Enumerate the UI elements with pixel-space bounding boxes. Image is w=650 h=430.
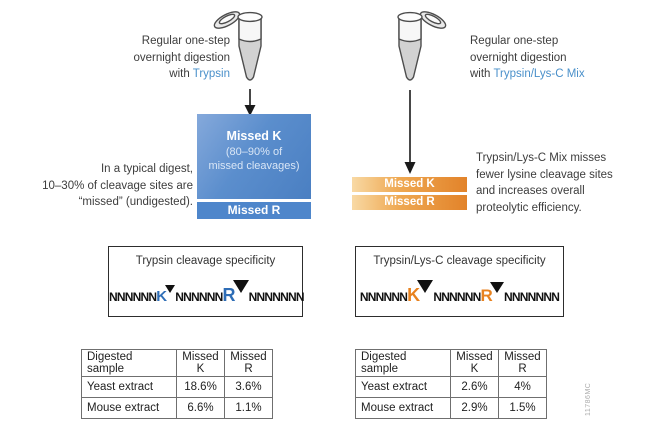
seq-n-segment: NNNNNNN xyxy=(248,290,305,304)
seq-n-segment: NNNNNN xyxy=(359,290,408,304)
missed-k-sublabel: (80–90% of missed cleavages) xyxy=(208,146,300,172)
missed-cleavage-bars-orange: Missed K Missed R xyxy=(352,177,467,210)
cleavage-triangle-r-large-icon xyxy=(232,280,249,293)
missed-k-box: Missed K (80–90% of missed cleavages) xyxy=(197,114,311,199)
right-with-word: with xyxy=(470,68,494,80)
left-enzyme-name: Trypsin xyxy=(192,68,230,80)
missed-k-bar-orange: Missed K xyxy=(352,177,467,192)
cleavage-triangle-r-medium-icon xyxy=(490,282,505,293)
table-header-row: Digested sample Missed K Missed R xyxy=(81,349,273,377)
lysine-residue-k: K xyxy=(407,285,420,305)
missed-k-label: Missed K xyxy=(226,129,282,143)
cell-missed-k: 6.6% xyxy=(176,397,225,419)
right-intro-line1: Regular one-step xyxy=(470,35,559,47)
seq-n-segment: NNNNNN xyxy=(175,290,223,304)
trypsin-results-table: Digested sample Missed K Missed R Yeast … xyxy=(81,349,273,419)
cell-sample: Mouse extract xyxy=(355,397,451,419)
right-note-text: Trypsin/Lys-C Mix misses fewer lysine cl… xyxy=(476,152,613,214)
trypsin-lysc-specificity-title: Trypsin/Lys-C cleavage specificity xyxy=(373,255,546,267)
seq-n-segment: NNNNNN xyxy=(109,290,157,304)
trypsin-specificity-title: Trypsin cleavage specificity xyxy=(135,255,276,267)
left-with-word: with xyxy=(169,68,193,80)
left-note-text: In a typical digest, 10–30% of cleavage … xyxy=(42,163,193,208)
col-header-missed-k: Missed K xyxy=(450,349,499,377)
missed-cleavage-box-blue: Missed K (80–90% of missed cleavages) Mi… xyxy=(197,114,311,219)
col-header-missed-r: Missed R xyxy=(224,349,273,377)
right-intro-text: Regular one-step overnight digestion wit… xyxy=(470,33,645,83)
right-intro-line2: overnight digestion xyxy=(470,51,567,64)
table-row: Mouse extract 2.9% 1.5% xyxy=(355,397,547,419)
trypsin-lysc-results-table: Digested sample Missed K Missed R Yeast … xyxy=(355,349,547,419)
right-enzyme-name: Trypsin/Lys-C Mix xyxy=(493,68,585,80)
missed-r-bar-orange: Missed R xyxy=(352,195,467,210)
col-header-missed-k: Missed K xyxy=(176,349,225,377)
right-intro-line3: with Trypsin/Lys-C Mix xyxy=(470,66,645,83)
left-intro-text: Regular one-step overnight digestion wit… xyxy=(55,33,230,83)
table-header-row: Digested sample Missed K Missed R xyxy=(355,349,547,377)
cell-missed-k: 18.6% xyxy=(176,376,225,398)
microtube-icon-left xyxy=(212,6,274,90)
arrow-down-right xyxy=(403,90,417,174)
cell-sample: Yeast extract xyxy=(81,376,177,398)
left-intro-line3: with Trypsin xyxy=(55,66,230,83)
cell-missed-k: 2.9% xyxy=(450,397,499,419)
seq-n-segment: NNNNNNN xyxy=(504,290,560,304)
cell-missed-r: 1.1% xyxy=(224,397,273,419)
arginine-residue-r: R xyxy=(222,285,235,305)
table-row: Yeast extract 18.6% 3.6% xyxy=(81,376,273,398)
col-header-digested-sample: Digested sample xyxy=(355,349,451,377)
missed-r-bar-blue: Missed R xyxy=(197,202,311,219)
left-intro-line1: Regular one-step xyxy=(141,35,230,47)
cell-missed-r: 1.5% xyxy=(498,397,547,419)
lysine-residue-k: K xyxy=(156,288,167,305)
col-header-missed-r: Missed R xyxy=(498,349,547,377)
cell-missed-r: 4% xyxy=(498,376,547,398)
trypsin-lysc-specificity-box: Trypsin/Lys-C cleavage specificity NNNNN… xyxy=(355,246,564,317)
cell-sample: Yeast extract xyxy=(355,376,451,398)
microtube-icon-right xyxy=(386,6,448,90)
col-header-digested-sample: Digested sample xyxy=(81,349,177,377)
arginine-residue-r: R xyxy=(480,286,493,305)
cleavage-triangle-k-small-icon xyxy=(165,285,176,293)
cell-missed-r: 3.6% xyxy=(224,376,273,398)
cleavage-triangle-k-large-icon xyxy=(417,280,434,293)
table-row: Mouse extract 6.6% 1.1% xyxy=(81,397,273,419)
table-row: Yeast extract 2.6% 4% xyxy=(355,376,547,398)
left-intro-line2: overnight digestion xyxy=(133,51,230,64)
seq-n-segment: NNNNNN xyxy=(433,290,481,304)
arrow-down-left xyxy=(243,89,257,116)
cell-sample: Mouse extract xyxy=(81,397,177,419)
cell-missed-k: 2.6% xyxy=(450,376,499,398)
figure-number-watermark: 11786MC xyxy=(585,382,592,416)
